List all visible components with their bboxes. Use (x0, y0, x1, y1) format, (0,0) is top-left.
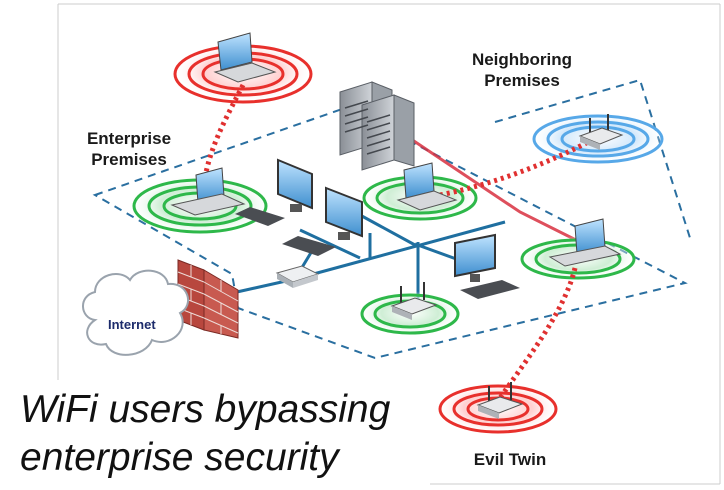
evil-twin-label: Evil Twin (473, 450, 547, 469)
rogue-cable (389, 123, 581, 244)
internet-label: Internet (108, 317, 156, 332)
desktop-icon-1 (235, 158, 313, 226)
laptop-icon-top (213, 32, 277, 83)
access-point-icon-bottom (390, 282, 438, 320)
rings-evil-twin (438, 384, 558, 434)
internet-cloud-icon (82, 269, 190, 356)
server-icon (339, 81, 415, 171)
enterprise-premises-label: Enterprise Premises (74, 128, 184, 170)
neighboring-label-line1: Neighboring (471, 50, 573, 69)
laptop-icon-center (396, 162, 458, 211)
access-point-icon-evil-twin (476, 382, 524, 419)
rogue-link-evil-twin (497, 267, 578, 400)
desktop-icon-2 (282, 186, 363, 256)
enterprise-boundary (92, 106, 688, 360)
caption-line1: WiFi users bypassing (20, 388, 391, 431)
firewall-icon (177, 259, 239, 339)
access-point-icon-neighbor (578, 114, 624, 150)
neighboring-premises-label: Neighboring Premises (452, 49, 592, 91)
caption-line2: enterprise security (20, 436, 339, 479)
laptop-icon-rogue (548, 218, 622, 267)
switch-icon (275, 265, 320, 288)
enterprise-label-line1: Enterprise (86, 129, 172, 148)
rings-neighbor-ap (532, 114, 664, 164)
laptop-icon-left (170, 167, 246, 216)
desktop-icon-3 (454, 233, 520, 299)
neighboring-label-line2: Premises (484, 71, 560, 90)
enterprise-label-line2: Premises (91, 150, 167, 169)
